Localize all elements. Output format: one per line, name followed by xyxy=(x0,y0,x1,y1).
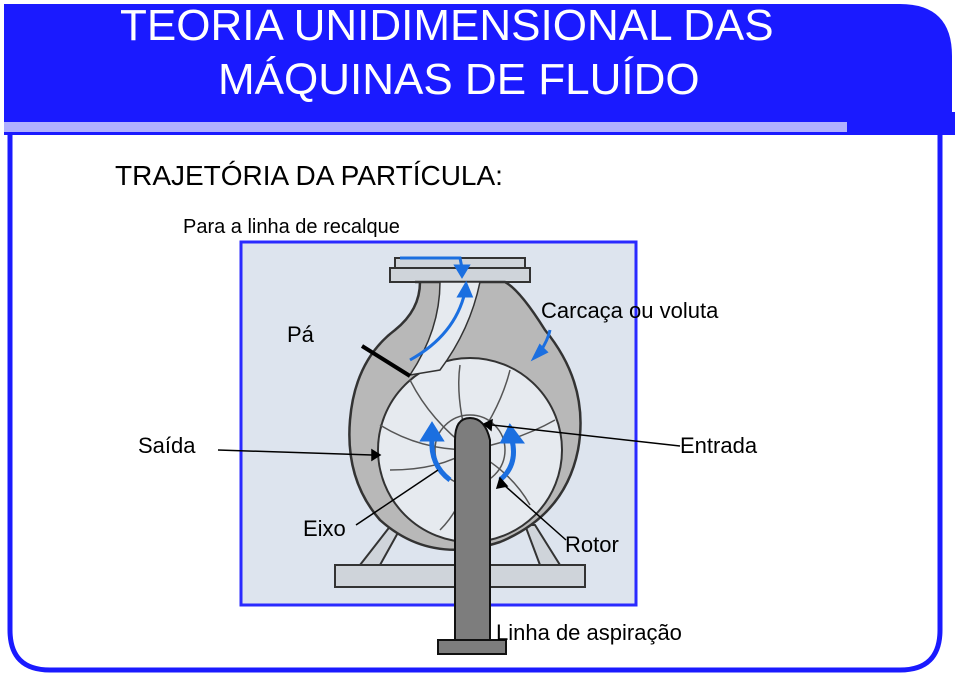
slide-title-line1: TEORIA UNIDIMENSIONAL DAS xyxy=(120,1,774,50)
diagram-caption: Para a linha de recalque xyxy=(183,216,400,238)
shaft xyxy=(437,416,507,655)
label-entrada: Entrada xyxy=(680,433,758,458)
leader-lines xyxy=(217,344,681,541)
section-subtitle: TRAJETÓRIA DA PARTÍCULA: xyxy=(115,160,503,191)
label-carcaca: Carcaça ou voluta xyxy=(541,298,719,323)
label-pa: Pá xyxy=(287,322,314,347)
slide-title-line2: MÁQUINAS DE FLUÍDO xyxy=(218,55,700,104)
flow-arrows xyxy=(400,256,552,482)
label-rotor: Rotor xyxy=(565,532,619,557)
label-eixo: Eixo xyxy=(303,516,346,541)
label-linha-aspiracao: Linha de aspiração xyxy=(496,620,682,645)
label-saida: Saída xyxy=(138,433,196,458)
